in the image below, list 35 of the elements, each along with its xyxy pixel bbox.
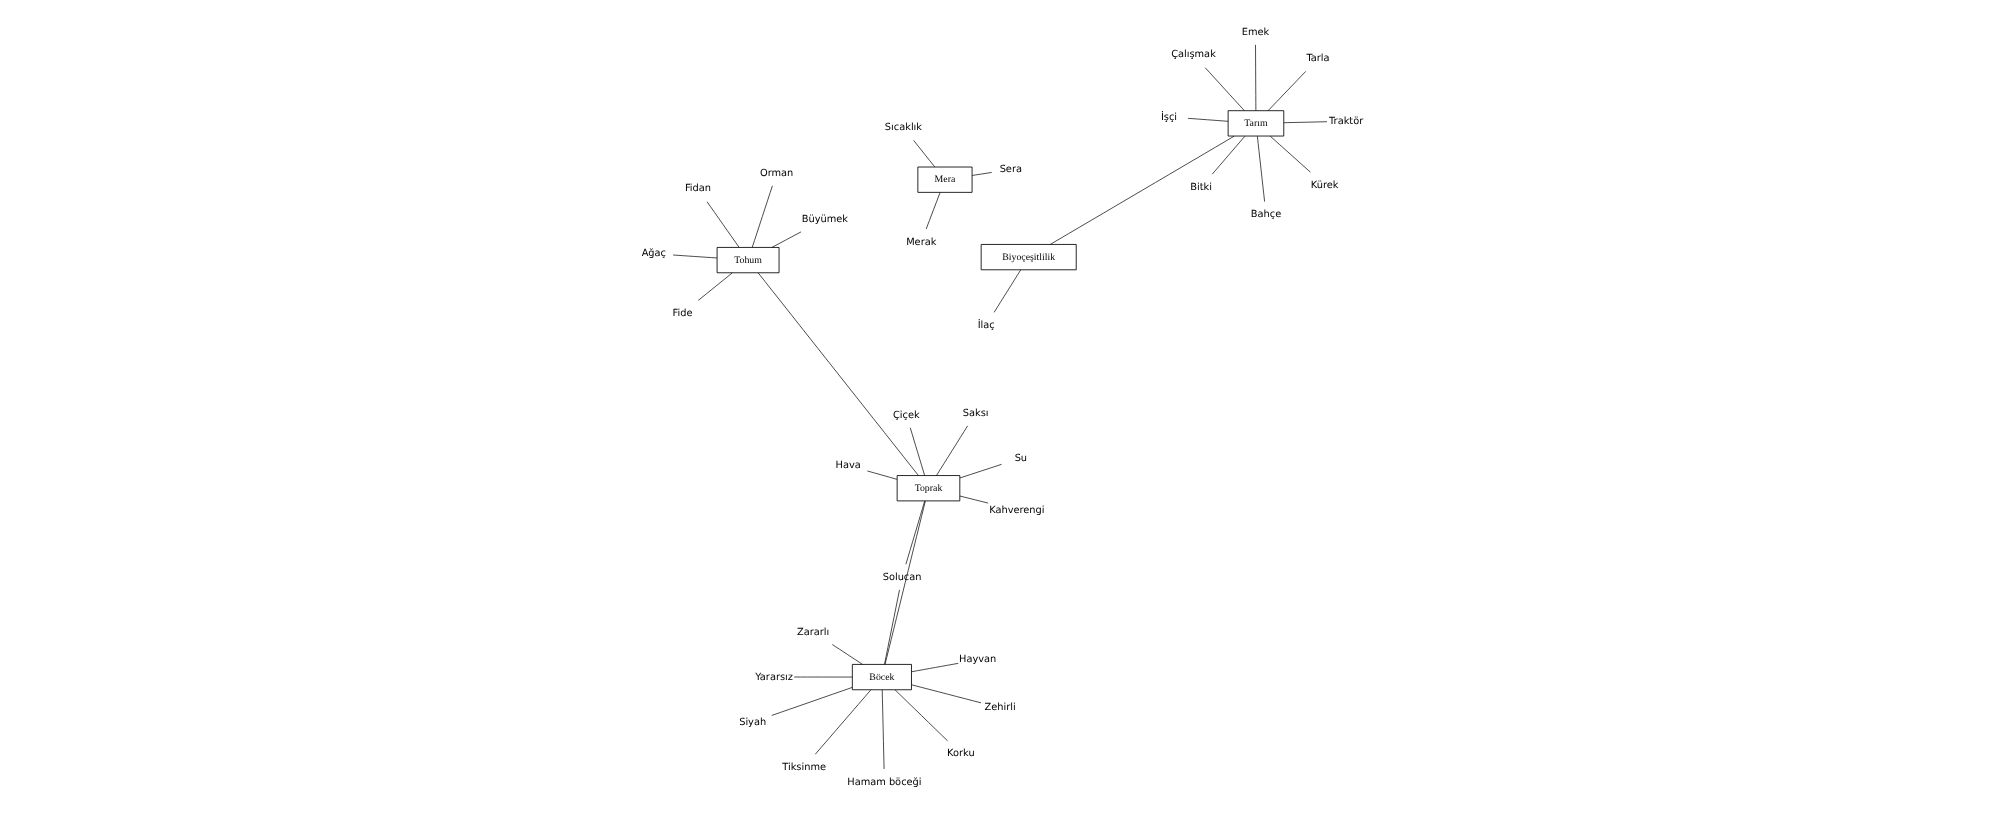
connector (1268, 135, 1310, 173)
connector (696, 272, 732, 301)
connector (705, 201, 739, 248)
connector (958, 464, 1001, 479)
connector (935, 425, 967, 476)
connector (1048, 135, 1234, 245)
connector (671, 254, 717, 259)
connector (1266, 71, 1306, 111)
connector (750, 185, 772, 248)
connector (756, 272, 918, 476)
connector (1256, 135, 1264, 202)
connector (883, 589, 899, 665)
connector (1186, 118, 1228, 122)
connector (770, 687, 852, 716)
connector (893, 689, 947, 742)
connector (904, 500, 925, 565)
connector (1282, 121, 1327, 124)
connector (970, 172, 992, 176)
connector (910, 684, 981, 704)
connector (1203, 67, 1244, 111)
connector (830, 644, 862, 665)
connector (1210, 135, 1245, 175)
connector (910, 663, 958, 673)
connector (770, 231, 801, 248)
connector (908, 427, 924, 476)
connector (883, 500, 925, 665)
connector (924, 192, 940, 230)
connector (912, 140, 935, 168)
connector (865, 470, 897, 480)
connector (880, 689, 884, 770)
connector (792, 676, 852, 678)
connector (813, 689, 871, 755)
connector (1254, 44, 1256, 111)
connector (992, 269, 1021, 313)
connector (958, 495, 988, 504)
